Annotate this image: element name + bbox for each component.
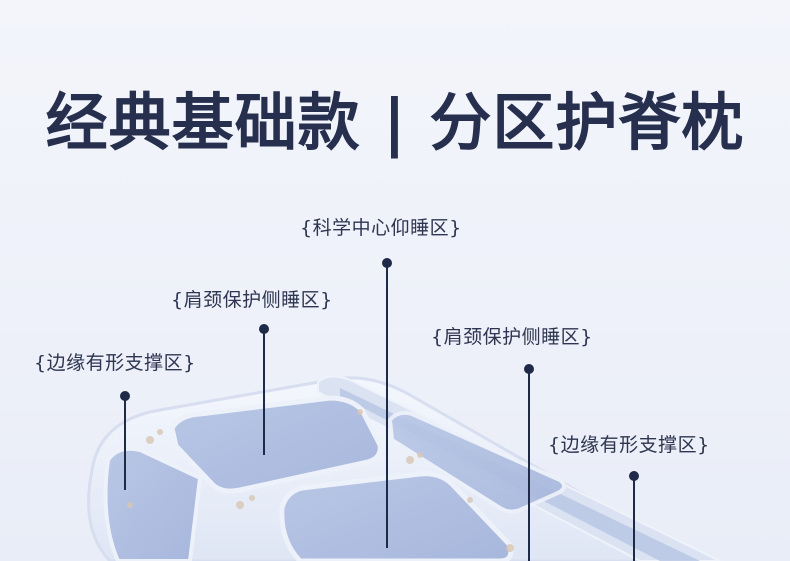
label-edge-zone-left: {边缘有形支撑区}	[34, 352, 196, 374]
label-shoulder-zone-left: {肩颈保护侧睡区}	[171, 289, 333, 311]
pillow-body	[87, 375, 721, 561]
label-shoulder-zone-right: {肩颈保护侧睡区}	[431, 326, 593, 348]
pointer-shoulder-right	[524, 364, 534, 561]
label-edge-zone-right: {边缘有形支撑区}	[548, 434, 710, 456]
page-title: 经典基础款 | 分区护脊枕	[45, 86, 745, 159]
pointer-edge-right	[629, 471, 639, 561]
label-center-sleep-zone: {科学中心仰睡区}	[300, 217, 462, 239]
pointer-center	[382, 258, 392, 548]
pointer-shoulder-left	[259, 324, 269, 455]
pointer-edge-left	[120, 391, 130, 490]
